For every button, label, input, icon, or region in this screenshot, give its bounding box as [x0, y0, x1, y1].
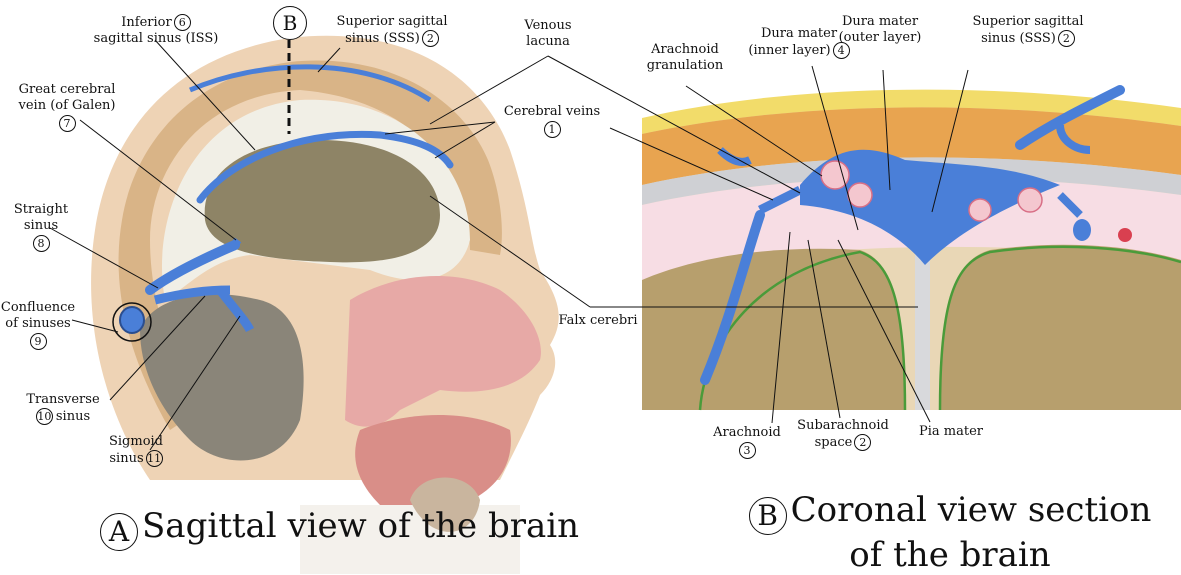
iss-line1: Inferior	[121, 15, 171, 30]
venous-line2: lacuna	[526, 34, 570, 49]
coronal-section-illustration	[642, 90, 1181, 410]
galen-line1: Great cerebral	[19, 82, 116, 97]
iss-line2: sagittal sinus (ISS)	[94, 31, 219, 46]
venous-line1: Venous	[524, 18, 571, 33]
sss-a-line2: sinus (SSS)	[345, 31, 420, 46]
galen-number: 7	[59, 115, 76, 132]
sss-b-number: 2	[1058, 30, 1075, 47]
confluence-line2: of sinuses	[5, 316, 70, 331]
caption-b-line1: Coronal view section	[791, 490, 1152, 530]
confluence-line1: Confluence	[1, 300, 75, 315]
transverse-number: 10	[36, 408, 53, 425]
confluence-number: 9	[30, 333, 47, 350]
caption-a-marker: A	[100, 513, 138, 551]
label-straight-sinus: Straight sinus 8	[6, 202, 76, 252]
sss-b-line1: Superior sagittal	[972, 14, 1083, 29]
label-superior-sagittal-sinus-a: Superior sagittal sinus (SSS)2	[312, 14, 472, 47]
sss-a-line1: Superior sagittal	[336, 14, 447, 29]
label-great-cerebral-vein: Great cerebral vein (of Galen) 7	[4, 82, 130, 132]
caption-b-marker: B	[749, 497, 787, 535]
label-superior-sagittal-sinus-b: Superior sagittal sinus (SSS)2	[958, 14, 1098, 47]
galen-line2: vein (of Galen)	[19, 98, 116, 113]
label-venous-lacuna: Venous lacuna	[515, 18, 581, 50]
arach-gran-line2: granulation	[647, 58, 724, 73]
sigmoid-line2: sinus	[109, 451, 143, 466]
section-marker-b: B	[273, 6, 307, 40]
straight-line2: sinus	[24, 218, 58, 233]
cerebral-veins-number: 1	[544, 121, 561, 138]
arachnoid-text: Arachnoid	[713, 425, 781, 440]
label-dura-mater-outer: Dura mater (outer layer)	[830, 14, 930, 46]
dura-outer-line2: (outer layer)	[839, 30, 922, 45]
transverse-line1: Transverse	[26, 392, 99, 407]
subarach-line2: space	[815, 435, 853, 450]
label-falx-cerebri: Falx cerebri	[548, 313, 648, 329]
dura-inner-line1: Dura mater	[761, 26, 837, 41]
iss-number: 6	[174, 14, 191, 31]
sagittal-head-illustration	[91, 36, 559, 574]
subarach-number: 2	[854, 434, 871, 451]
falx-text: Falx cerebri	[558, 313, 637, 328]
label-pia-mater: Pia mater	[908, 424, 994, 440]
pia-text: Pia mater	[919, 424, 983, 439]
cerebral-veins-text: Cerebral veins	[504, 104, 600, 119]
arachnoid-number: 3	[739, 442, 756, 459]
sigmoid-number: 11	[146, 450, 163, 467]
label-arachnoid: Arachnoid 3	[702, 425, 792, 459]
label-cerebral-veins: Cerebral veins 1	[492, 104, 612, 138]
dura-outer-line1: Dura mater	[842, 14, 918, 29]
sss-b-line2: sinus (SSS)	[981, 31, 1056, 46]
straight-number: 8	[33, 235, 50, 252]
arach-gran-line1: Arachnoid	[651, 42, 719, 57]
caption-b-line2: of the brain	[849, 535, 1050, 575]
straight-line1: Straight	[14, 202, 68, 217]
sigmoid-line1: Sigmoid	[109, 434, 163, 449]
subarach-line1: Subarachnoid	[797, 418, 889, 433]
sss-a-number: 2	[422, 30, 439, 47]
label-confluence-of-sinuses: Confluence of sinuses 9	[0, 300, 76, 350]
transverse-line2: sinus	[56, 409, 90, 424]
caption-a-text: Sagittal view of the brain	[142, 506, 579, 546]
label-arachnoid-granulation: Arachnoid granulation	[640, 42, 730, 74]
dura-inner-line2: (inner layer)	[748, 43, 830, 58]
